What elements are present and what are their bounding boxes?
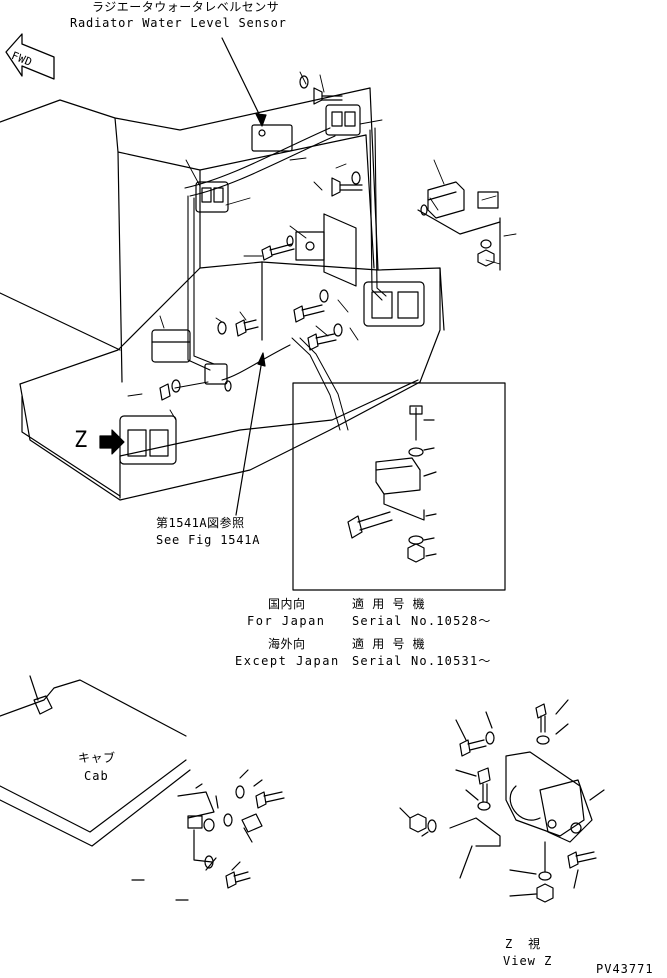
except-japan-label-en: Except Japan [235, 654, 340, 668]
see-fig-label-jp: 第1541A図参照 [156, 516, 245, 530]
except-japan-label-jp: 海外向 [268, 637, 306, 651]
detail-relay [347, 405, 437, 563]
radiator-sensor-label-en: Radiator Water Level Sensor [70, 16, 287, 30]
z-view-arrow-icon [99, 429, 125, 455]
see-fig-label-en: See Fig 1541A [156, 533, 261, 547]
sensor-bracket-top [251, 124, 293, 152]
connector-right-main [363, 281, 425, 327]
radiator-sensor-label-jp: ラジエータウォータレベルセンサ [92, 0, 280, 14]
sensor-leader-line [221, 37, 263, 121]
view-z-drawing [399, 699, 605, 903]
cab-drawing [0, 675, 285, 901]
relay-block-left [151, 329, 191, 363]
for-japan-label-en: For Japan [247, 614, 326, 628]
connector-lower-left [119, 415, 177, 465]
drawing-number: PV43771 [596, 962, 654, 976]
connector-upper-left [195, 181, 229, 213]
except-japan-serial-jp: 適 用 号 機 [352, 637, 426, 651]
relay-right [417, 181, 501, 271]
bolts [159, 75, 363, 401]
cab-label-en: Cab [84, 769, 109, 783]
for-japan-label-jp: 国内向 [268, 597, 306, 611]
wiring-harness [174, 127, 387, 389]
connector-top-right [325, 104, 361, 136]
for-japan-serial-en: Serial No.10528～ [352, 614, 492, 628]
fwd-arrow-icon [5, 33, 55, 80]
see-fig-leader-line [235, 359, 263, 516]
z-marker-label: Z [74, 428, 90, 453]
except-japan-serial-en: Serial No.10531～ [352, 654, 492, 668]
view-z-label-jp: Z 視 [505, 937, 541, 951]
clamp-small [204, 363, 228, 385]
leader-lines-upper [127, 71, 517, 421]
detail-box [292, 382, 506, 591]
cab-label-jp: キャブ [78, 751, 116, 765]
radiator-housing [0, 87, 445, 501]
for-japan-serial-jp: 適 用 号 機 [352, 597, 426, 611]
view-z-label-en: View Z [503, 954, 553, 968]
center-bracket [295, 213, 357, 287]
